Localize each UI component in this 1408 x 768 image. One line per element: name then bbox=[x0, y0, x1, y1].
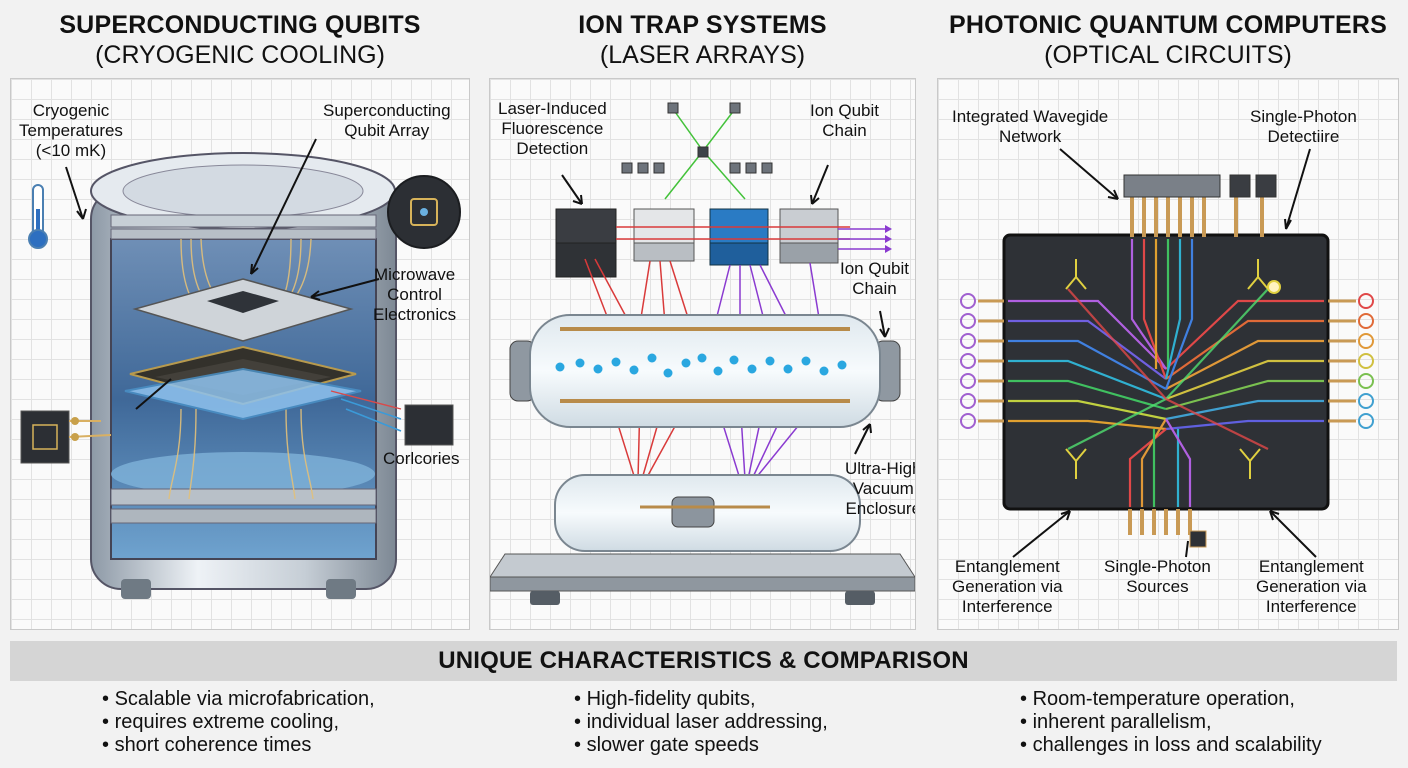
comparison-heading: UNIQUE CHARACTERISTICS & COMPARISON bbox=[438, 647, 969, 674]
detector-block-1 bbox=[1229, 174, 1251, 198]
title-ion-trap: ION TRAP SYSTEMS bbox=[578, 11, 827, 39]
cryostat-illustration bbox=[20, 138, 461, 599]
comparison-header: UNIQUE CHARACTERISTICS & COMPARISON bbox=[10, 641, 1397, 681]
label-arrows bbox=[561, 164, 890, 455]
left-fiber-loops bbox=[960, 293, 976, 429]
bullet-item: individual laser addressing, bbox=[574, 711, 828, 734]
bullet-item: slower gate speeds bbox=[574, 734, 828, 757]
laser-array bbox=[555, 208, 839, 278]
qubit-stack bbox=[124, 278, 362, 421]
photonic-characteristics: Room-temperature operation, inherent par… bbox=[1020, 688, 1322, 757]
top-pins bbox=[1130, 197, 1264, 237]
bullet-item: challenges in loss and scalability bbox=[1020, 734, 1322, 757]
title-superconducting: SUPERCONDUCTING QUBITS bbox=[59, 11, 421, 39]
right-pins bbox=[1328, 299, 1356, 423]
right-fiber-loops bbox=[1358, 293, 1374, 429]
bullet-item: Room-temperature operation, bbox=[1020, 688, 1322, 711]
ion-trap-illustration bbox=[490, 102, 915, 605]
optical-network bbox=[664, 108, 746, 200]
bullet-item: short coherence times bbox=[102, 734, 375, 757]
y-splitters bbox=[1065, 259, 1269, 479]
subtitle-superconducting: (CRYOGENIC COOLING) bbox=[95, 41, 385, 69]
superconducting-characteristics: Scalable via microfabrication, requires … bbox=[102, 688, 375, 757]
bottom-pins bbox=[1128, 509, 1192, 535]
label-corlcories: Corlcories bbox=[383, 449, 460, 468]
bullet-item: requires extreme cooling, bbox=[102, 711, 375, 734]
ion-trap-characteristics: High-fidelity qubits, individual laser a… bbox=[574, 688, 828, 757]
detector-block-2 bbox=[1255, 174, 1277, 198]
title-photonic: PHOTONIC QUANTUM COMPUTERS bbox=[948, 11, 1388, 39]
subtitle-ion-trap: (LASER ARRAYS) bbox=[599, 41, 806, 69]
right-control-module bbox=[404, 404, 454, 446]
label-arrows bbox=[65, 138, 380, 410]
left-pins bbox=[978, 299, 1004, 423]
bullet-item: High-fidelity qubits, bbox=[574, 688, 828, 711]
bullet-item: Scalable via microfabrication, bbox=[102, 688, 375, 711]
ion-qubits bbox=[555, 353, 847, 378]
beam-arrowheads bbox=[885, 225, 892, 253]
network-nodes bbox=[621, 102, 773, 174]
source-block bbox=[1189, 530, 1207, 548]
thermometer-icon bbox=[28, 184, 48, 249]
detector-spot bbox=[1267, 280, 1281, 294]
bullet-item: inherent parallelism, bbox=[1020, 711, 1322, 734]
column-title-photonic: PHOTONIC QUANTUM COMPUTERS (OPTICAL CIRC… bbox=[938, 10, 1398, 70]
subtitle-photonic: (OPTICAL CIRCUITS) bbox=[1044, 41, 1292, 69]
waveguide-network bbox=[1008, 239, 1324, 507]
left-control-module bbox=[20, 410, 70, 464]
photonic-chip bbox=[1002, 233, 1330, 511]
waveguide-connector bbox=[1123, 174, 1221, 198]
column-title-ion-trap: ION TRAP SYSTEMS (LASER ARRAYS) bbox=[490, 10, 915, 70]
column-title-superconducting: SUPERCONDUCTING QUBITS (CRYOGENIC COOLIN… bbox=[10, 10, 470, 70]
photonic-chip-illustration bbox=[960, 148, 1374, 558]
trap-base bbox=[490, 474, 915, 605]
vacuum-tube bbox=[509, 314, 901, 428]
label-arrows bbox=[1012, 148, 1317, 558]
